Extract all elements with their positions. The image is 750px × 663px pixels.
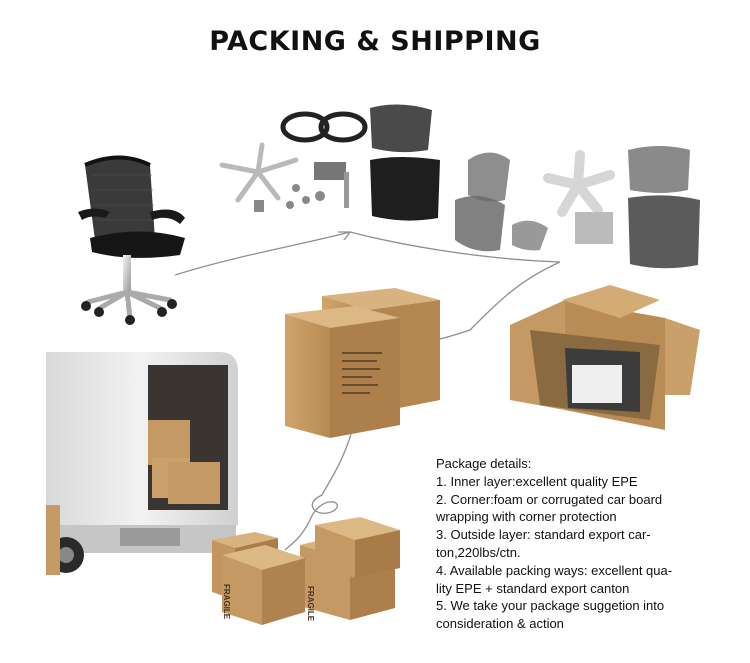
details-line: 1. Inner layer:excellent quality EPE [436,473,638,489]
office-chair-image [78,155,185,325]
delivery-truck-image [46,352,238,575]
connector-line [174,231,561,343]
details-line: consideration & action [436,616,564,632]
details-line: 2. Corner:foam or corrugated car board [436,491,663,507]
carton-boxes-image [285,288,440,438]
package-details: Package details: 1. Inner layer:excellen… [436,455,736,633]
ground-boxes-image [212,517,400,625]
details-line: lity EPE + standard export canton [436,580,630,596]
fragile-label-2: FRAGILE [222,584,231,620]
details-line: 4. Available packing ways: excellent qua… [436,562,673,578]
fragile-label: FRAGILE [306,586,315,622]
details-line: 3. Outside layer: standard export car- [436,527,651,543]
open-box-image [510,285,700,430]
wrapped-parts-image [455,146,700,269]
details-line: ton,220lbs/ctn. [436,544,521,560]
connector-line-lower [284,419,356,551]
chair-parts-image [219,104,440,221]
details-line: wrapping with corner protection [436,509,617,525]
page-title: PACKING & SHIPPING [209,26,541,57]
details-heading: Package details: [436,456,532,471]
details-line: 5. We take your package suggetion into [436,598,665,614]
